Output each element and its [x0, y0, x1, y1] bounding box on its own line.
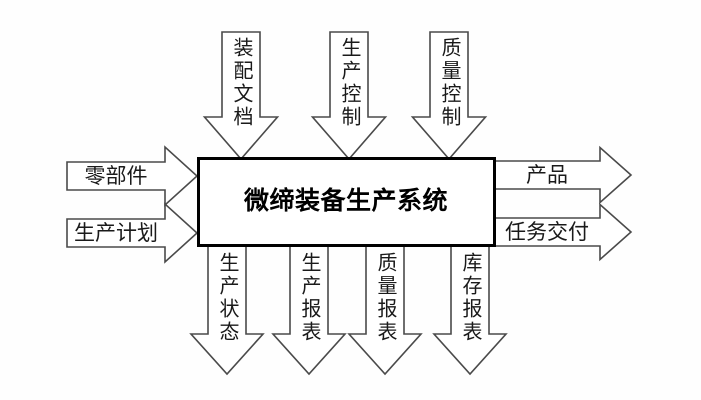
- arrow-product-out: [493, 145, 633, 205]
- arrow-production-control-down: [310, 31, 388, 161]
- arrow-task-delivery-out: [493, 202, 633, 262]
- arrow-production-status-down: [189, 244, 265, 376]
- arrow-quality-control-down: [410, 31, 488, 161]
- arrow-inventory-report-down: [432, 244, 508, 376]
- label-parts: 零部件: [84, 164, 148, 188]
- label-production-control: 生产控制: [338, 37, 360, 129]
- label-product: 产品: [526, 163, 568, 187]
- label-inventory-report: 库存报表: [459, 252, 481, 344]
- label-assembly-docs: 装配文档: [230, 37, 252, 129]
- arrow-production-report-down: [271, 244, 347, 376]
- arrow-production-plan-in: [66, 202, 199, 264]
- label-quality-control: 质量控制: [438, 37, 460, 129]
- label-production-report: 生产报表: [298, 252, 320, 344]
- label-task-delivery: 任务交付: [505, 220, 589, 244]
- system-box-title: 微缔装备生产系统: [243, 187, 448, 215]
- arrow-parts-in: [66, 145, 199, 207]
- label-quality-report: 质量报表: [374, 252, 396, 344]
- label-production-status: 生产状态: [216, 252, 238, 344]
- label-production-plan: 生产计划: [74, 221, 158, 245]
- arrow-quality-report-down: [347, 244, 423, 376]
- arrow-assembly-docs-down: [202, 31, 280, 161]
- system-box: [197, 157, 496, 247]
